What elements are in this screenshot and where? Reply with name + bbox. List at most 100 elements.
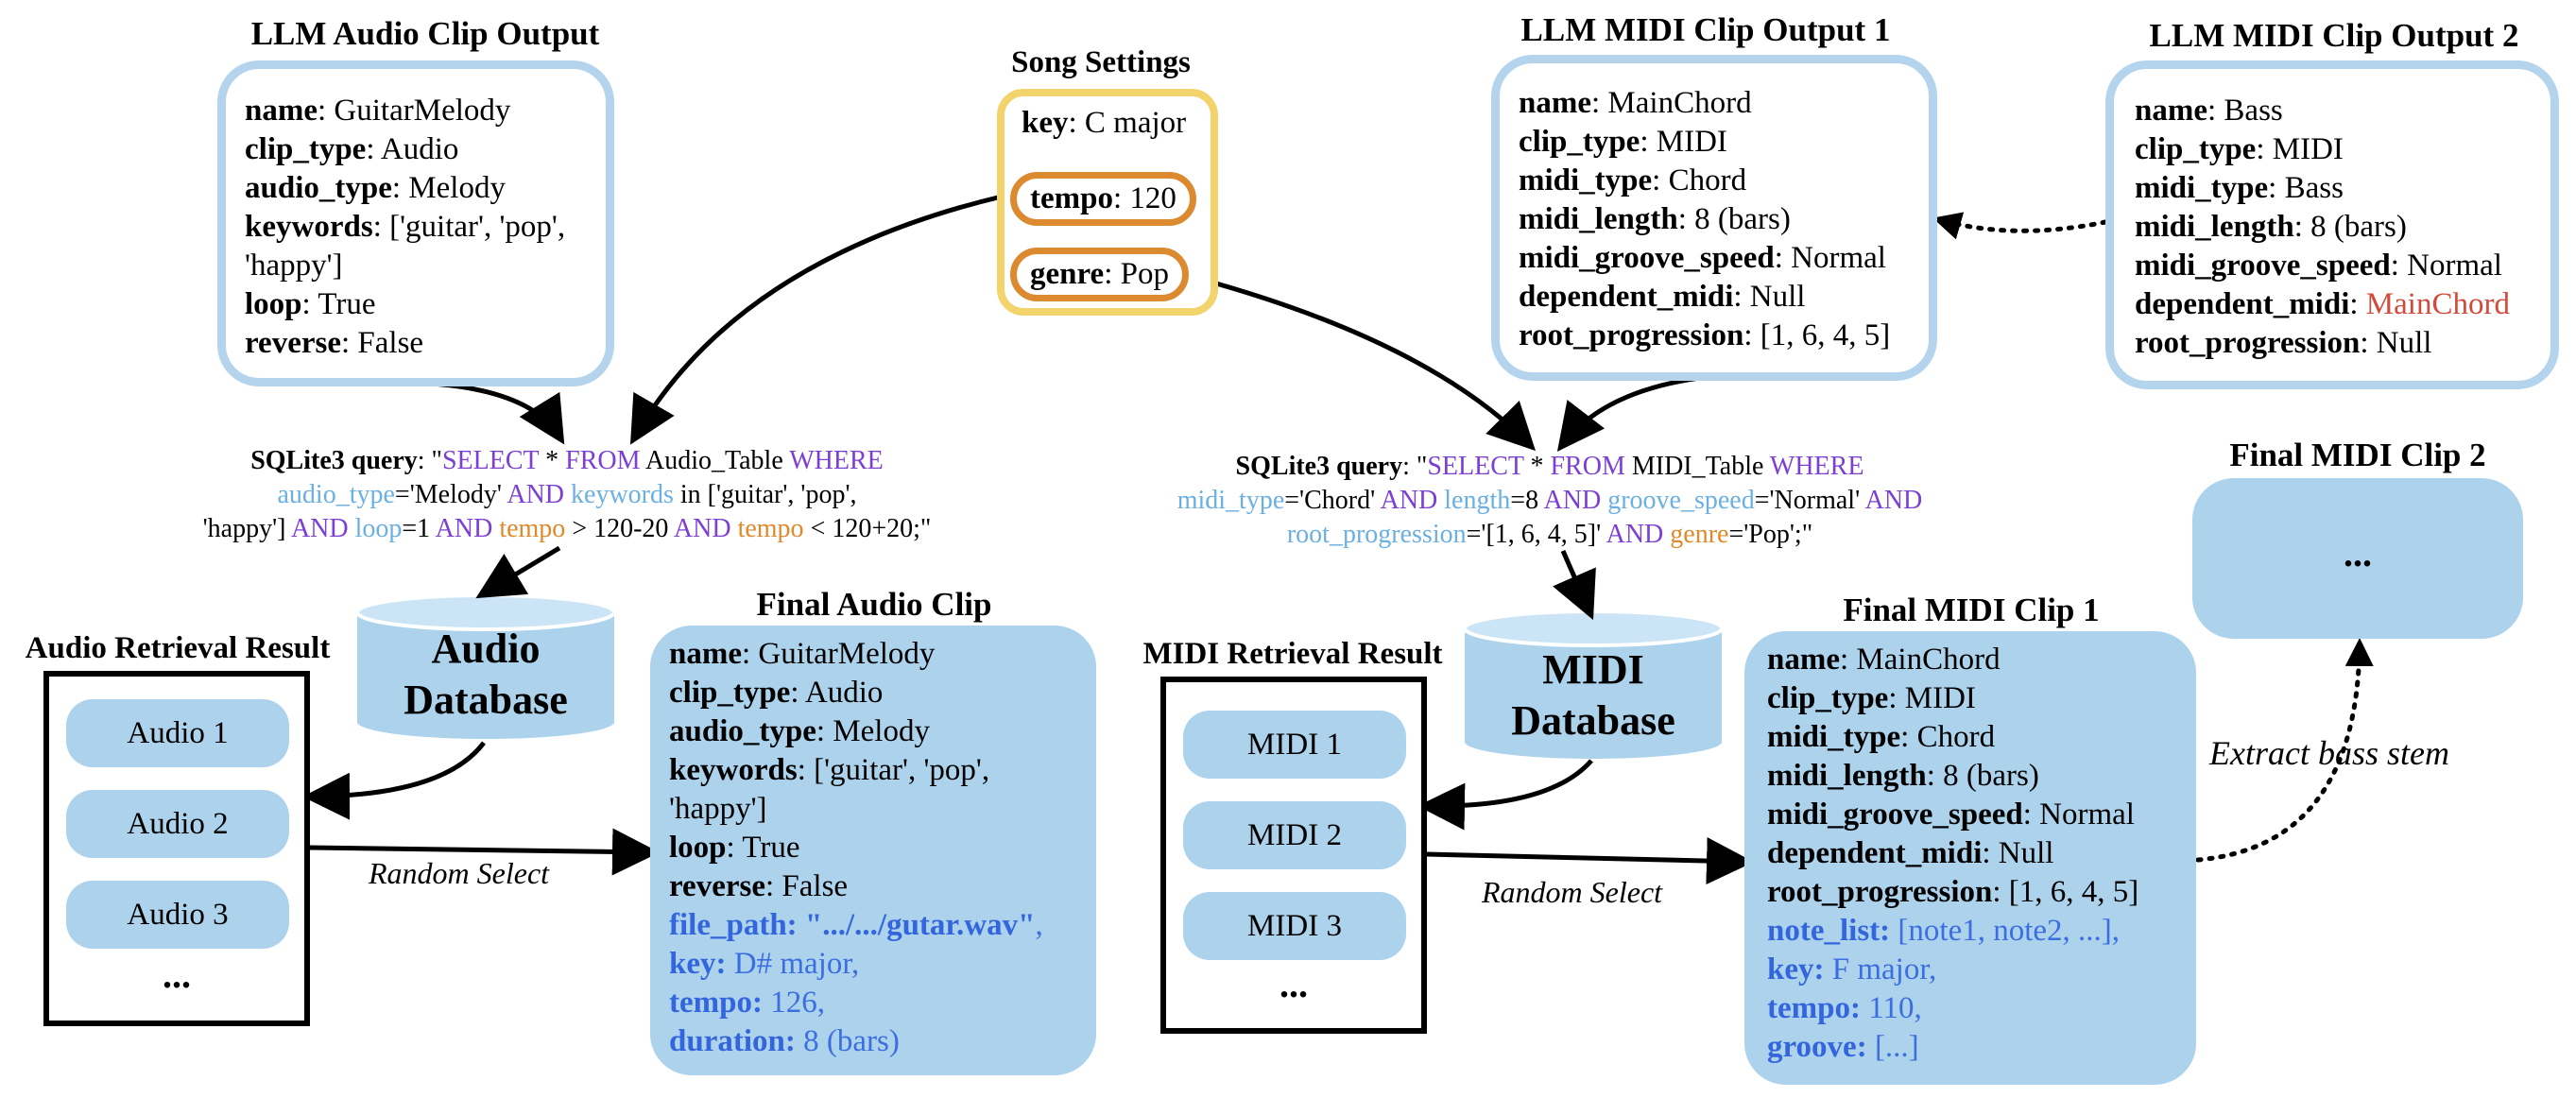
midi-result-item: MIDI 2 (1183, 801, 1406, 869)
final-audio-fields: name: GuitarMelody clip_type: Audio audi… (669, 635, 1043, 1061)
field-line: clip_type: MIDI (2135, 132, 2344, 166)
query-line-1: SQLite3 query: "SELECT * FROM Audio_Tabl… (250, 446, 884, 475)
midi-result-ellipsis: ... (1279, 963, 1308, 1005)
final-midi-2-title: Final MIDI Clip 2 (2229, 437, 2486, 473)
arrow-midi-random-select (1426, 837, 1754, 885)
extra-field-line: tempo: 126, (669, 986, 825, 1020)
field-line: clip_type: Audio (245, 132, 459, 166)
midi-sql-query: SQLite3 query: "SELECT * FROM MIDI_Table… (1115, 450, 1984, 552)
field-line: name: GuitarMelody (669, 637, 936, 671)
song-setting-key: key: C major (1022, 106, 1187, 140)
llm-midi-output-1-title: LLM MIDI Clip Output 1 (1520, 11, 1891, 48)
extra-field-line: key: F major, (1767, 952, 1937, 986)
field-line: name: GuitarMelody (245, 94, 511, 128)
extra-field-line: note_list: [note1, note2, ...], (1767, 914, 2121, 948)
arrow-audio-db-to-results (302, 741, 486, 820)
random-select-midi-label: Random Select (1482, 875, 1663, 909)
field-line: reverse: False (245, 326, 424, 360)
field-line: midi_length: 8 (bars) (2135, 210, 2407, 244)
audio-retrieval-title: Audio Retrieval Result (25, 631, 331, 665)
field-line: clip_type: MIDI (1767, 681, 1976, 715)
field-line: dependent_midi: Null (1519, 280, 1806, 314)
extract-bass-label: Extract bass stem (2209, 734, 2449, 772)
final-midi-2-box: ... (2192, 478, 2523, 639)
field-line: midi_length: 8 (bars) (1767, 759, 2039, 793)
field-line: midi_groove_speed: Normal (1519, 241, 1886, 275)
extra-field-line: duration: 8 (bars) (669, 1024, 900, 1058)
arrow-midi-db-to-results (1417, 759, 1593, 831)
midi-result-item: MIDI 1 (1183, 711, 1406, 779)
llm-midi-output-1-box: name: MainChord clip_type: MIDI midi_typ… (1491, 55, 1937, 381)
arrow-tempo-to-audio-query (629, 194, 1003, 445)
llm-midi-output-1-fields: name: MainChord clip_type: MIDI midi_typ… (1519, 84, 1890, 355)
llm-midi-output-2-box: name: Bass clip_type: MIDI midi_type: Ba… (2105, 60, 2559, 389)
llm-midi-output-2-fields: name: Bass clip_type: MIDI midi_type: Ba… (2135, 92, 2510, 363)
query-line-2: audio_type='Melody' AND keywords in ['gu… (277, 480, 857, 509)
arrow-audio-query-to-db (475, 545, 561, 599)
arrow-extract-bass-dotted (2195, 638, 2374, 863)
dependency-highlight: MainChord (2365, 287, 2510, 321)
final-audio-title: Final Audio Clip (756, 586, 992, 623)
audio-db-body (357, 612, 614, 739)
song-settings-title: Song Settings (1011, 45, 1191, 79)
arrow-dependency-dotted (1932, 212, 2108, 240)
field-line: midi_length: 8 (bars) (1519, 202, 1791, 236)
audio-result-item: Audio 2 (66, 790, 289, 858)
llm-audio-output-title: LLM Audio Clip Output (250, 15, 600, 52)
arrow-midi-query-to-db (1553, 549, 1596, 621)
final-midi-2-ellipsis: ... (2344, 532, 2372, 575)
field-line: 'happy'] (245, 249, 343, 283)
extra-field-line: groove: [...] (1767, 1030, 1919, 1064)
field-line: dependent_midi: MainChord (2135, 287, 2510, 321)
query-line-2: midi_type='Chord' AND length=8 AND groov… (1176, 486, 1923, 515)
audio-sql-query: SQLite3 query: "SELECT * FROM Audio_Tabl… (94, 444, 1039, 546)
arrow-genre-to-midi-query (1192, 274, 1537, 452)
extra-field-line: file_path: ".../.../gutar.wav", (669, 908, 1043, 942)
field-line: name: Bass (2135, 94, 2283, 128)
field-line: keywords: ['guitar', 'pop', (245, 210, 566, 244)
song-settings-box: key: C major tempo: 120 genre: Pop (997, 89, 1218, 316)
midi-retrieval-title: MIDI Retrieval Result (1142, 637, 1443, 671)
audio-retrieval-box: Audio 1 Audio 2 Audio 3 ... (43, 671, 310, 1026)
midi-db-body (1465, 628, 1722, 759)
midi-result-item: MIDI 3 (1183, 892, 1406, 960)
random-select-audio-label: Random Select (369, 856, 550, 890)
arrow-audio-output-to-query (415, 380, 565, 445)
song-setting-tempo: tempo: 120 (1010, 172, 1196, 226)
field-line: 'happy'] (669, 792, 767, 826)
audio-result-item: Audio 1 (66, 699, 289, 767)
llm-audio-output-box: name: GuitarMelody clip_type: Audio audi… (217, 60, 614, 386)
query-line-1: SQLite3 query: "SELECT * FROM MIDI_Table… (1235, 452, 1864, 481)
field-line: reverse: False (669, 869, 849, 903)
midi-retrieval-box: MIDI 1 MIDI 2 MIDI 3 ... (1160, 677, 1427, 1034)
final-midi-1-fields: name: MainChord clip_type: MIDI midi_typ… (1767, 641, 2138, 1067)
field-line: midi_type: Chord (1767, 720, 1996, 754)
audio-result-ellipsis: ... (163, 953, 191, 996)
field-line: midi_type: Chord (1519, 163, 1747, 197)
field-line: midi_type: Bass (2135, 171, 2344, 205)
field-line: clip_type: MIDI (1519, 125, 1727, 159)
field-line: root_progression: Null (2135, 326, 2432, 360)
query-line-3: 'happy'] AND loop=1 AND tempo > 120-20 A… (202, 514, 932, 543)
field-line: name: MainChord (1767, 643, 2001, 677)
audio-database: Audio Database (404, 626, 568, 723)
midi-database: MIDI Database (1511, 646, 1675, 744)
database-cylinder-tops (355, 593, 1724, 759)
field-line: loop: True (669, 831, 800, 865)
field-line: midi_groove_speed: Normal (1767, 798, 2135, 832)
field-line: audio_type: Melody (669, 714, 930, 748)
field-line: dependent_midi: Null (1767, 836, 2054, 870)
field-line: root_progression: [1, 6, 4, 5] (1519, 318, 1891, 352)
extra-field-line: key: D# major, (669, 947, 860, 981)
arrow-audio-random-select (309, 828, 660, 876)
final-midi-1-box: name: MainChord clip_type: MIDI midi_typ… (1744, 631, 2196, 1085)
field-line: name: MainChord (1519, 86, 1752, 120)
song-setting-genre: genre: Pop (1010, 248, 1189, 301)
field-line: root_progression: [1, 6, 4, 5] (1767, 875, 2139, 909)
arrow-midi-output-to-query (1556, 373, 1716, 452)
field-line: keywords: ['guitar', 'pop', (669, 753, 990, 787)
final-midi-1-title: Final MIDI Clip 1 (1843, 592, 2100, 628)
query-line-3: root_progression='[1, 6, 4, 5]' AND genr… (1286, 520, 1813, 549)
final-audio-box: name: GuitarMelody clip_type: Audio audi… (650, 626, 1096, 1075)
